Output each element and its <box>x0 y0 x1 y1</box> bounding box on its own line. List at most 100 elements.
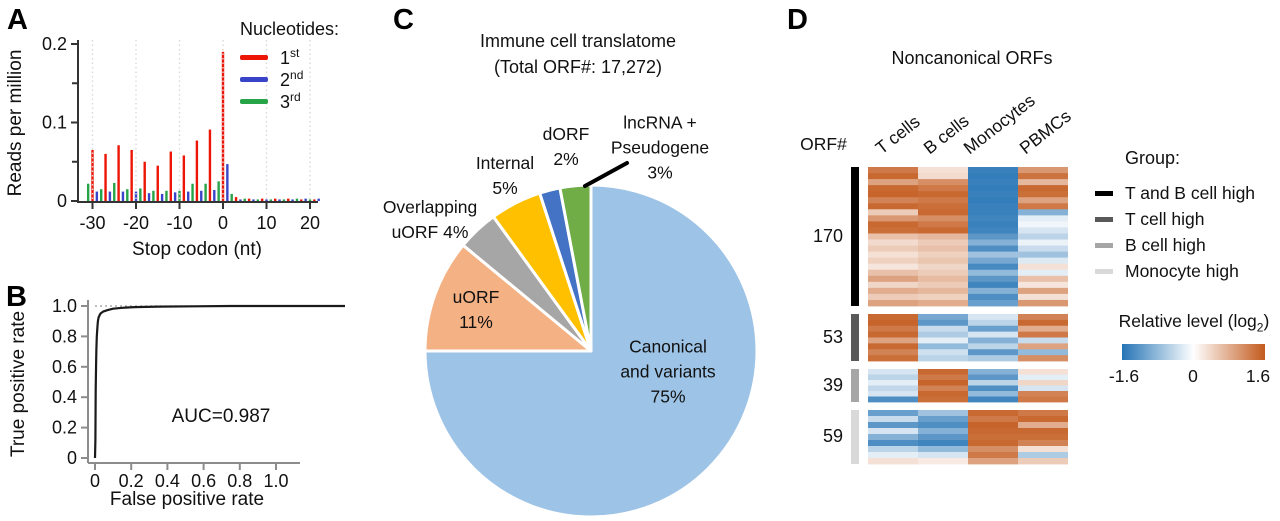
bar-2nd-nt-14 <box>160 193 164 201</box>
bar-2nd-nt-11 <box>173 192 177 201</box>
heatmap-cell <box>868 251 918 259</box>
bar-3rd-nt-25 <box>113 182 116 201</box>
heatmap-cell <box>1018 209 1068 216</box>
bar-1st-nt21 <box>313 199 316 201</box>
heatmap-cell <box>918 440 968 447</box>
heatmap-cell <box>868 281 918 289</box>
panel-b-letter: B <box>6 281 27 313</box>
heatmap-cell <box>1018 215 1068 222</box>
group-legend-item: T and B cell high <box>1095 180 1255 206</box>
heatmap-cell <box>918 396 968 403</box>
heatmap-cell <box>1018 185 1068 192</box>
nucleotide-legend-item-1st: 1st <box>240 46 303 68</box>
panel-a-y-axis-label: Reads per million <box>5 49 26 197</box>
heatmap-cell <box>918 428 968 435</box>
pie-subtitle: (Total ORF#: 17,272) <box>493 57 663 77</box>
heatmap-cell <box>918 263 968 271</box>
bar-1st-nt15 <box>287 198 290 201</box>
heatmap-cell <box>1018 440 1068 447</box>
panel-b-x-tick-label: 0.8 <box>227 471 252 491</box>
heatmap-cell <box>1018 233 1068 240</box>
panel-a-x-tick-label: 20 <box>300 213 320 233</box>
heatmap-cell <box>918 452 968 459</box>
bar-3rd-nt-13 <box>165 190 168 201</box>
heatmap-cell <box>918 239 968 246</box>
heatmap-cell <box>1018 263 1068 271</box>
heatmap-cell <box>968 269 1018 277</box>
bar-1st-nt12 <box>274 198 277 201</box>
bar-3rd-nt-19 <box>139 188 142 201</box>
bar-3rd-nt8 <box>256 199 259 201</box>
heatmap-cell <box>868 314 918 321</box>
heatmap-cell <box>868 343 918 350</box>
bar-2nd-nt-5 <box>200 190 203 201</box>
bar-1st-nt-21 <box>130 149 133 201</box>
heatmap-cell <box>968 337 1018 344</box>
heatmap-cell <box>918 369 968 375</box>
heatmap-cell <box>918 355 968 362</box>
heatmap-cell <box>918 251 968 259</box>
heatmap-cell <box>918 185 968 192</box>
colorbar-title: Relative level (log2) <box>1104 311 1280 335</box>
heatmap-cell <box>868 422 918 429</box>
heatmap-cell <box>1018 349 1068 356</box>
heatmap-cell <box>918 173 968 180</box>
heatmap-cell <box>968 396 1018 403</box>
heatmap-cell <box>1018 410 1068 417</box>
heatmap-cell <box>918 167 968 174</box>
bar-3rd-nt-4 <box>204 183 207 201</box>
heatmap-cell <box>968 281 1018 289</box>
heatmap-cell <box>868 269 918 277</box>
group-legend-dash <box>1095 268 1113 274</box>
heatmap-cell <box>918 314 968 321</box>
panel-b-y-tick-label: 0.8 <box>52 326 77 346</box>
heatmap-cell <box>1018 325 1068 333</box>
bar-2nd-nt10 <box>265 199 268 201</box>
heatmap-cell <box>918 319 968 327</box>
bar-3rd-nt20 <box>308 199 312 201</box>
heatmap-cell <box>918 422 968 429</box>
panel-a-x-tick-label: -20 <box>123 213 149 233</box>
heatmap-cell <box>1018 203 1068 210</box>
heatmap-title: Noncanonical ORFs <box>891 48 1053 68</box>
bar-1st-nt-9 <box>182 155 186 201</box>
heatmap-cell <box>968 422 1018 429</box>
heatmap-cell <box>1018 391 1068 397</box>
orf-count-label: 53 <box>822 326 843 347</box>
heatmap-cell <box>968 325 1018 333</box>
heatmap-cell <box>868 209 918 216</box>
panel-b-x-tick-label: 1.0 <box>263 471 288 491</box>
heatmap-cell <box>918 385 968 392</box>
heatmap-cell <box>968 167 1018 174</box>
heatmap-cell <box>1018 355 1068 362</box>
heatmap-cell <box>968 343 1018 350</box>
bar-2nd-nt1 <box>226 164 229 201</box>
heatmap-cell <box>1018 275 1068 283</box>
heatmap-cell <box>868 396 918 403</box>
heatmap-cell <box>918 349 968 356</box>
heatmap-cell <box>968 458 1018 465</box>
heatmap-cell <box>1018 319 1068 327</box>
pie-slice-uorf <box>423 243 593 353</box>
bar-3rd-nt-7 <box>191 183 194 201</box>
panel-a-y-tick-label: 0.1 <box>42 113 67 133</box>
heatmap-cell <box>1018 380 1068 386</box>
heatmap-cell <box>868 173 918 180</box>
heatmap-cell <box>918 269 968 277</box>
panel-a-x-tick-label: 0 <box>218 213 228 233</box>
heatmap-cell <box>1018 227 1068 234</box>
colorbar-title-pre: Relative level (log <box>1118 311 1257 331</box>
heatmap-cell <box>1018 369 1068 375</box>
heatmap-cell <box>918 299 968 307</box>
heatmap-cell <box>918 434 968 441</box>
heatmap-cell <box>918 410 968 417</box>
panel-a-letter: A <box>7 4 28 36</box>
panel-b-x-tick-label: 0.4 <box>155 471 180 491</box>
group-legend-item: T cell high <box>1095 206 1255 232</box>
bar-1st-nt-15 <box>156 165 159 201</box>
heatmap-cell <box>918 293 968 301</box>
heatmap-cell <box>868 257 918 265</box>
heatmap-cell <box>868 185 918 192</box>
